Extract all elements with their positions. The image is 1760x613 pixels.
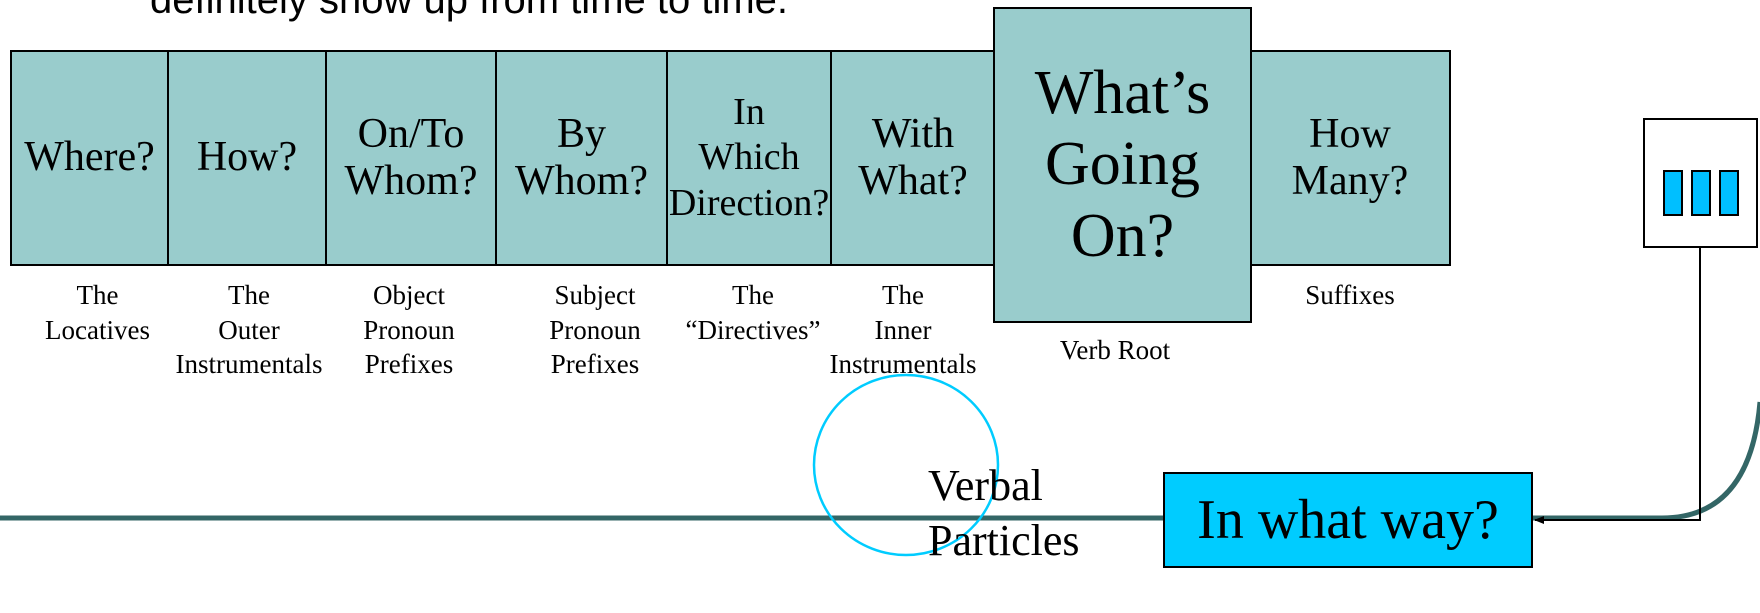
label-subject-prefixes: Subject Pronoun Prefixes (549, 280, 641, 380)
slot-question: How? (196, 134, 298, 181)
frame-curve (0, 401, 1760, 521)
suffix-bar-2 (1691, 170, 1711, 216)
label-outer-instrumentals: The Outer Instrumentals (175, 280, 323, 380)
slot-suffixes: How Many? (1249, 50, 1451, 266)
label-directives: The “Directives” (685, 280, 821, 345)
slot-question: On/To Whom? (344, 110, 478, 204)
slot-question: With What? (858, 110, 968, 204)
slot-verb-root: What’s Going On? (993, 7, 1252, 323)
in-what-way-label: In what way? (1197, 489, 1499, 551)
top-text-fragment: definitely show up from time to time. (150, 0, 789, 22)
suffix-bar-1 (1663, 170, 1683, 216)
verbal-particles-label: Verbal Particles (928, 461, 1080, 565)
label-locatives: The Locatives (45, 280, 150, 345)
label-inner-instrumentals: The Inner Instrumentals (829, 280, 977, 380)
suffix-slots-icon (1643, 118, 1758, 248)
in-what-way-box: In what way? (1163, 472, 1533, 568)
slot-question: How Many? (1291, 110, 1409, 204)
slot-question: In Which Direction? (668, 90, 830, 224)
verbal-particles-circle (812, 373, 1000, 557)
label-object-prefixes: Object Pronoun Prefixes (363, 280, 455, 380)
label-verb-root: Verb Root (1059, 335, 1171, 365)
slot-directives: In Which Direction? (666, 50, 832, 266)
slot-question: By Whom? (515, 110, 648, 204)
slot-inner-instrumentals: With What? (830, 50, 996, 266)
slot-question: What’s Going On? (1034, 59, 1211, 270)
suffix-bar-3 (1719, 170, 1739, 216)
label-suffixes: Suffixes (1305, 280, 1395, 310)
connector-arrow (1534, 248, 1701, 524)
slot-object-prefixes: On/To Whom? (325, 50, 497, 266)
slot-question: Where? (24, 134, 155, 181)
